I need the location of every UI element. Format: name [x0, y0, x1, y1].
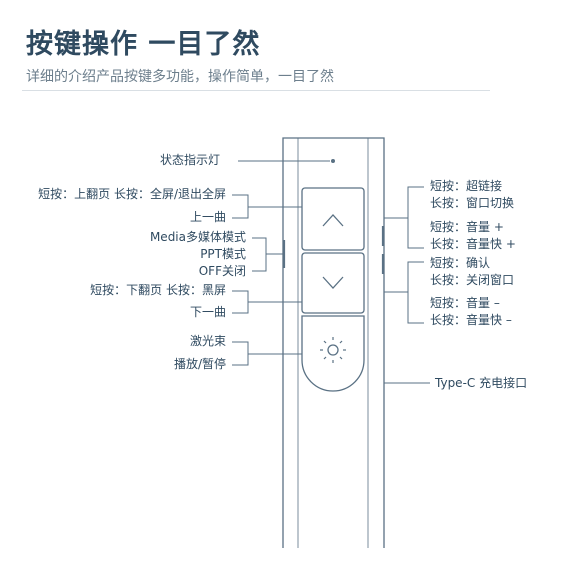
- mode-media-label: Media多媒体模式: [149, 230, 246, 244]
- up-bracket: [232, 194, 249, 219]
- type-c-port-label: Type-C 充电接口: [435, 376, 528, 390]
- laser-bracket: [232, 341, 249, 366]
- btn2-long-label: 长按：关闭窗口: [430, 273, 515, 287]
- up-button: [301, 187, 365, 251]
- btn1-short-label: 短按：超链接: [430, 179, 503, 193]
- down-button-double-label: 下一曲: [189, 305, 226, 319]
- page-subtitle: 详细的介绍产品按键多功能，操作简单，一目了然: [26, 69, 334, 85]
- laser-button: [301, 315, 365, 392]
- right-bracket-lower: [407, 261, 424, 324]
- device-body: [282, 137, 385, 548]
- btn1b-short-label: 短按：音量 +: [430, 220, 504, 234]
- page-title: 按键操作 一目了然: [26, 29, 261, 60]
- sun-icon: [327, 344, 339, 356]
- btn1b-long-label: 长按：音量快 +: [430, 237, 516, 251]
- laser-label: 激光束: [189, 334, 226, 348]
- down-button: [301, 252, 365, 314]
- btn1-long-label: 长按：窗口切换: [430, 196, 515, 210]
- up-button-double-label: 上一曲: [189, 210, 226, 224]
- header-divider: [22, 90, 490, 91]
- indicator-light-icon: [331, 159, 335, 163]
- up-button-label: 短按：上翻页 长按：全屏/退出全屏: [38, 187, 226, 201]
- mode-bracket: [252, 237, 267, 272]
- play-pause-label: 播放/暂停: [173, 357, 226, 371]
- chevron-down-icon: [322, 276, 344, 289]
- mode-ppt-label: PPT模式: [200, 247, 246, 261]
- down-button-label: 短按：下翻页 长按：黑屏: [90, 283, 226, 297]
- btn2b-long-label: 长按：音量快 –: [430, 313, 512, 327]
- right-bracket-upper: [407, 186, 424, 249]
- btn2b-short-label: 短按：音量 –: [430, 296, 500, 310]
- btn2-short-label: 短按：确认: [430, 256, 491, 270]
- indicator-label: 状态指示灯: [160, 153, 221, 167]
- sun-rays-icon: [320, 337, 346, 363]
- mode-off-label: OFF关闭: [198, 264, 246, 278]
- down-bracket: [232, 290, 249, 314]
- chevron-up-icon: [322, 214, 344, 227]
